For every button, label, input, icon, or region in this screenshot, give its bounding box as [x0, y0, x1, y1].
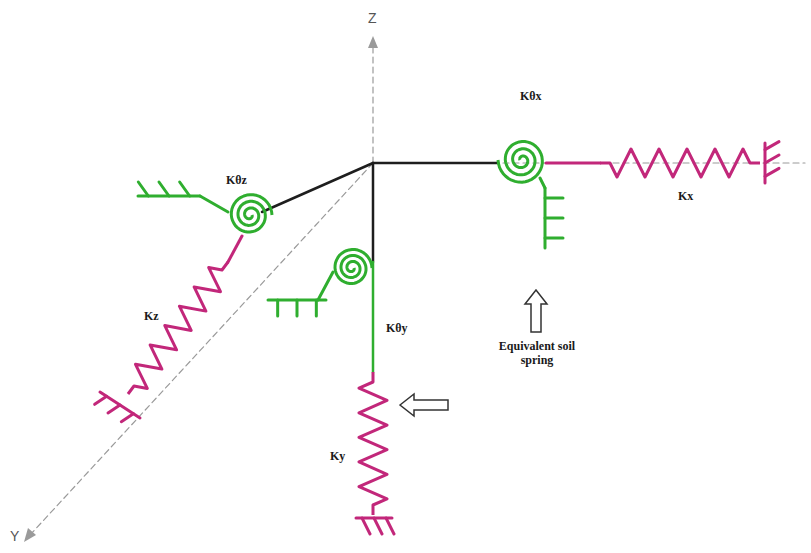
- ground-rot-x-hatch: [545, 237, 563, 240]
- ground-x-hatch: [765, 168, 779, 176]
- ground-z-hatch: [95, 396, 107, 404]
- beam-z: [372, 163, 375, 262]
- ground-x-hatch: [765, 142, 779, 150]
- spring-lead: [228, 236, 242, 262]
- spring-label: Ky: [330, 450, 345, 464]
- pointer-arrow: [400, 394, 448, 416]
- translational-spring-y: [359, 372, 387, 515]
- ground-rot-x-hatch: [545, 197, 563, 200]
- ground-rot-y-hatch: [315, 300, 318, 316]
- z-axis-arrowhead: [368, 36, 378, 48]
- ground-rot-z-hatch: [180, 182, 190, 196]
- note-label: Equivalent soil spring: [496, 340, 578, 368]
- ground-rot-y-hatch: [276, 300, 279, 316]
- ground-rot-z-hatch: [159, 182, 169, 196]
- beam-y: [262, 163, 373, 212]
- ground-rot-y-hatch: [296, 300, 299, 316]
- spring-lead: [546, 162, 600, 165]
- spring-label: Kθz: [226, 174, 247, 188]
- spring-label: Kz: [144, 310, 159, 324]
- rotational-spring-z: [231, 195, 272, 232]
- ground-y-hatch: [374, 518, 382, 534]
- ground-link: [540, 178, 545, 188]
- rotational-spring-y: [335, 250, 372, 284]
- translational-spring-x: [600, 149, 760, 177]
- ground-link: [200, 196, 228, 212]
- ground-z-hatch: [121, 414, 133, 422]
- beam-x: [373, 162, 498, 165]
- ground-z-hatch: [108, 405, 120, 413]
- axis-label: Y: [10, 528, 19, 544]
- y-axis-arrowhead: [24, 528, 36, 542]
- ground-rot-x-hatch: [545, 217, 563, 220]
- spring-label: Kθy: [386, 322, 408, 336]
- x-axis: [373, 162, 805, 163]
- axis-label: Z: [368, 10, 377, 26]
- spring-label: Kθx: [520, 90, 542, 104]
- spring-label: Kx: [678, 190, 693, 204]
- rotational-spring-x: [498, 142, 542, 183]
- ground-y-hatch: [362, 518, 370, 534]
- ground-y-hatch: [386, 518, 394, 534]
- ground-rot-z-hatch: [138, 182, 148, 196]
- translational-spring-z: [128, 262, 228, 394]
- pointer-arrow: [525, 290, 547, 332]
- vertical-member: [372, 262, 375, 372]
- z-axis: [372, 44, 373, 163]
- ground-x-hatch: [765, 155, 779, 163]
- y-axis: [30, 163, 373, 535]
- ground-link: [318, 272, 333, 300]
